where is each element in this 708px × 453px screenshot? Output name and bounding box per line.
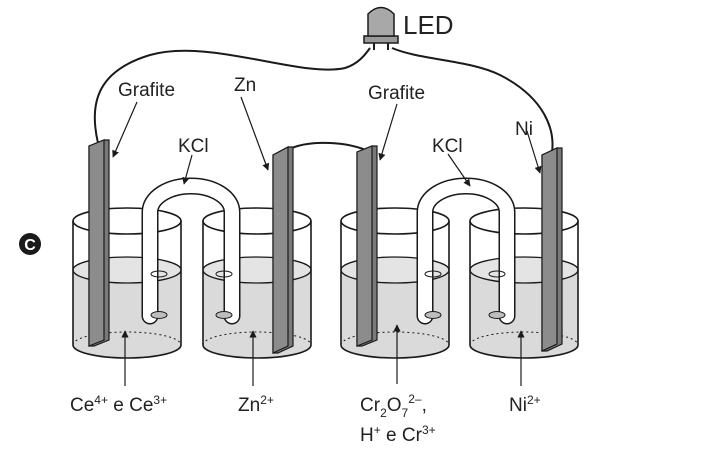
label-solution-2: Zn2+ (238, 393, 274, 416)
arrow-grafite-left (112, 101, 138, 158)
beaker-3-rim (340, 207, 450, 235)
beaker-4-wall (469, 221, 579, 359)
led-bulb-icon (367, 6, 395, 37)
label-kcl-right: KCl (432, 136, 463, 157)
electrode-grafite-left (88, 139, 110, 347)
beaker-2-rim (202, 207, 312, 235)
electrode-zinc (272, 146, 294, 354)
arrow-kcl-left (182, 154, 193, 185)
label-grafite-left: Grafite (118, 80, 175, 101)
led-component: LED (363, 6, 454, 50)
electrode-nickel (541, 147, 563, 352)
beaker-4-rim (469, 207, 579, 235)
led-base (363, 35, 399, 44)
option-letter: C (24, 237, 36, 254)
beaker-4-bottom-back (469, 331, 579, 346)
electrode-grafite-right (356, 145, 378, 347)
label-solution-4: Ni2+ (509, 393, 541, 416)
beaker-1-bottom-back (72, 331, 182, 346)
arrow-ni (526, 130, 542, 174)
electrodes (88, 139, 563, 354)
arrow-kcl-right (447, 153, 471, 187)
beaker-2-bottom-back (202, 331, 312, 346)
option-badge: C (19, 233, 41, 255)
beaker-3-wall (340, 221, 450, 359)
wire-to-led-right (391, 47, 554, 153)
beaker-1-wall (72, 221, 182, 359)
label-solution-3-line1: Cr2O72–, (360, 392, 427, 420)
salt-bridge-left (141, 177, 241, 325)
beaker-3-bottom-back (340, 331, 450, 346)
beaker-2-surface (202, 256, 312, 284)
label-solution-3-line2: H+ e Cr3+ (360, 423, 436, 446)
label-solution-1: Ce4+ e Ce3+ (70, 393, 167, 416)
label-grafite-right: Grafite (368, 83, 425, 104)
label-zn: Zn (234, 75, 256, 96)
led-label: LED (403, 10, 454, 40)
beaker-2 (202, 207, 312, 359)
beaker-2-wall (202, 221, 312, 359)
label-ni: Ni (515, 119, 533, 140)
label-kcl-left: KCl (178, 136, 209, 157)
label-arrows (112, 96, 542, 386)
arrow-grafite-right (378, 103, 398, 161)
arrow-zn (240, 96, 270, 171)
wire-zn-grafite (282, 141, 367, 154)
wire-to-led-left (93, 47, 371, 144)
beaker-1-rim (72, 207, 182, 235)
